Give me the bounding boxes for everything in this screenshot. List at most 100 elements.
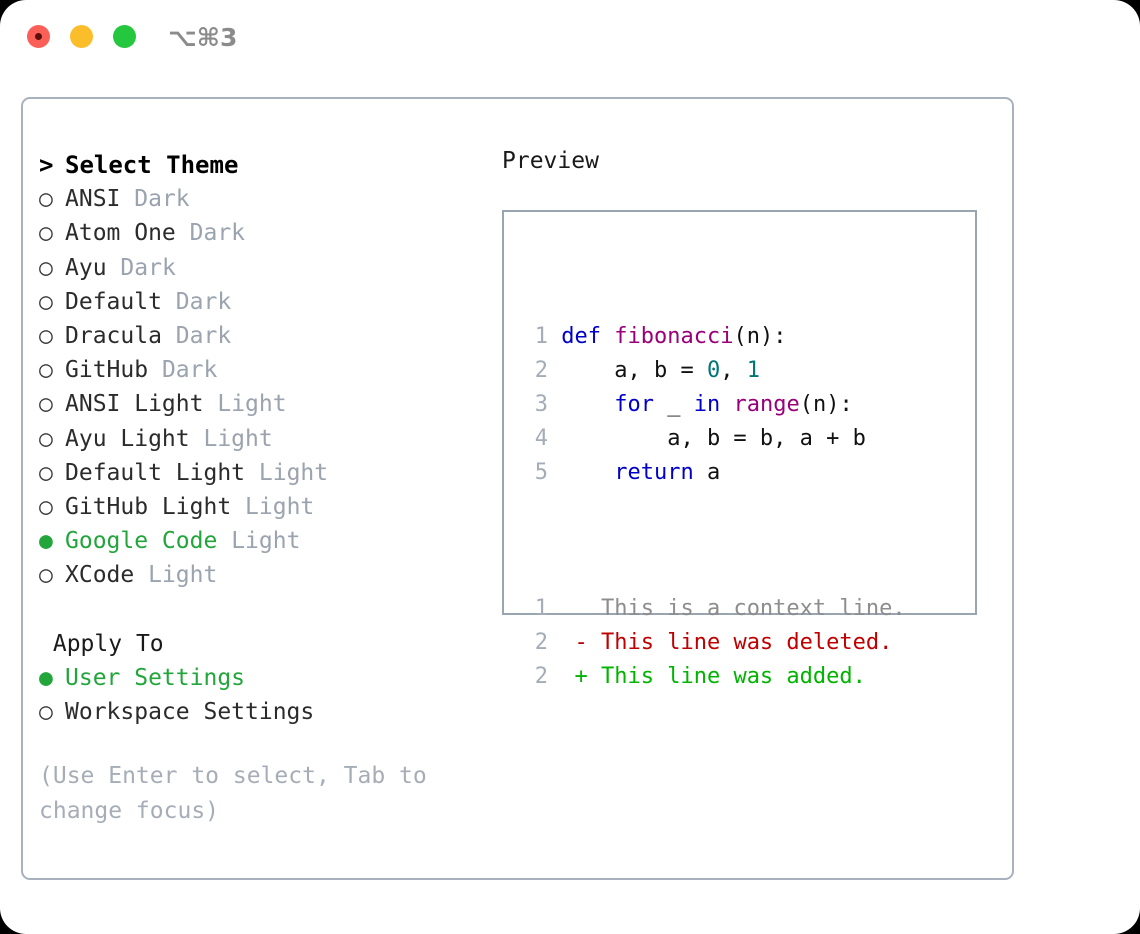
maximize-window-button[interactable] [113, 25, 136, 48]
theme-option-variant: Dark [120, 254, 176, 281]
code-token-punct: , [720, 358, 747, 383]
theme-option-variant: Dark [134, 186, 190, 213]
diff-gutter-gap [548, 630, 575, 655]
code-line: 2 a, b = 0, 1 [522, 354, 906, 388]
theme-option-gap [190, 426, 204, 452]
code-token-punct: (n): [733, 324, 787, 349]
theme-option-github-light[interactable]: ○GitHub Light Light [39, 490, 494, 524]
code-token-num: 1 [746, 358, 760, 383]
apply-to-list: ● User Settings ○ Workspace Settings [39, 661, 494, 729]
diff-line-number: 2 [534, 630, 548, 655]
theme-option-name: ANSI [65, 186, 121, 213]
theme-option-gap [162, 323, 176, 349]
radio-unselected-icon: ○ [39, 288, 53, 315]
minimize-window-button[interactable] [70, 25, 93, 48]
theme-option-atom-one[interactable]: ○Atom One Dark [39, 216, 494, 250]
prompt-caret-icon: > [39, 151, 54, 179]
radio-unselected-icon: ○ [39, 391, 53, 418]
code-token-ident: a, b = [561, 358, 707, 383]
code-token-kw: def [561, 324, 615, 349]
theme-option-name: ANSI Light [65, 391, 204, 418]
theme-option-ayu-light[interactable]: ○ Ayu Light Light [39, 422, 494, 456]
close-window-button[interactable] [27, 25, 50, 48]
radio-unselected-icon: ○ [39, 254, 53, 281]
diff-gutter-gap [548, 664, 575, 689]
diff-line-number: 2 [534, 664, 548, 689]
radio-unselected-icon: ○ [39, 186, 53, 213]
code-token-fn: fibonacci [614, 324, 734, 349]
theme-option-gap [107, 255, 121, 281]
window-controls [27, 25, 136, 48]
code-token-kw: for [614, 392, 654, 417]
radio-selected-icon: ● [39, 665, 53, 692]
code-line: 1 def fibonacci(n): [522, 320, 906, 354]
apply-to-option-user-settings[interactable]: ● User Settings [39, 661, 494, 695]
diff-text: This line was deleted. [587, 630, 893, 655]
theme-option-name: GitHub [65, 357, 149, 384]
theme-list: ○ANSI Dark○Atom One Dark○Ayu Dark○Defaul… [39, 182, 494, 592]
main-panel: >Select Theme ○ANSI Dark○Atom One Dark○A… [21, 97, 1014, 880]
theme-option-ayu[interactable]: ○Ayu Dark [39, 251, 494, 285]
theme-option-ansi[interactable]: ○ ANSI Dark [39, 182, 494, 216]
theme-picker-column: >Select Theme ○ANSI Dark○Atom One Dark○A… [39, 148, 494, 828]
theme-option-variant: Light [258, 459, 329, 486]
theme-option-google-code[interactable]: ● Google Code Light [39, 524, 494, 558]
code-token-ident [561, 392, 614, 417]
diff-line-del: 2 - This line was deleted. [522, 626, 906, 660]
theme-option-name: XCode [65, 562, 135, 589]
theme-option-variant: Dark [161, 357, 218, 384]
radio-unselected-icon: ○ [39, 699, 53, 726]
code-line: 5 return a [522, 456, 906, 490]
theme-option-name: GitHub Light [65, 494, 232, 521]
diff-line-ctx: 1 This is a context line. [522, 592, 906, 626]
theme-option-variant: Light [231, 528, 301, 555]
code-gutter-gap [548, 460, 561, 485]
code-token-fn: range [733, 392, 800, 417]
diff-text: This line was added. [587, 664, 866, 689]
theme-option-github[interactable]: ○GitHub Dark [39, 353, 494, 387]
theme-option-dracula[interactable]: ○Dracula Dark [39, 319, 494, 353]
radio-unselected-icon: ○ [39, 494, 53, 521]
code-gutter-gap [548, 392, 561, 417]
code-gutter-gap [548, 358, 561, 383]
theme-option-gap [134, 562, 148, 588]
radio-selected-icon: ● [39, 528, 53, 555]
preview-column: Preview 1 def fibonacci(n):2 a, b = 0, 1… [502, 148, 1002, 689]
theme-option-default[interactable]: ○Default Dark [39, 285, 494, 319]
theme-option-gap [148, 357, 162, 383]
code-line-number: 4 [534, 426, 548, 451]
theme-option-default-light[interactable]: ○Default Light Light [39, 456, 494, 490]
apply-to-option-name: Workspace Settings [65, 699, 315, 726]
apply-to-heading-label: Apply To [52, 630, 164, 657]
select-theme-heading-label: Select Theme [65, 151, 239, 179]
title-bar: ⌥⌘3 [0, 0, 1140, 78]
keyboard-hint: (Use Enter to select, Tab to change focu… [39, 763, 427, 824]
code-token-kw: in [693, 392, 721, 417]
radio-unselected-icon: ○ [39, 323, 53, 350]
theme-option-ansi-light[interactable]: ○ANSI Light Light [39, 387, 494, 421]
code-token-ident [720, 392, 733, 417]
diff-sign: - [574, 630, 588, 655]
code-token-kw: return [614, 460, 694, 485]
radio-unselected-icon: ○ [39, 562, 53, 589]
code-token-ident [561, 460, 614, 485]
code-gutter-gap [548, 324, 561, 349]
theme-option-name: Google Code [65, 528, 218, 555]
code-line: 3 for _ in range(n): [522, 388, 906, 422]
theme-option-name: Default [65, 288, 162, 315]
apply-to-option-workspace-settings[interactable]: ○ Workspace Settings [39, 695, 494, 729]
theme-option-xcode[interactable]: ○XCode Light [39, 558, 494, 592]
theme-option-variant: Light [203, 425, 273, 452]
theme-option-variant: Dark [189, 220, 246, 247]
radio-unselected-icon: ○ [39, 425, 53, 452]
theme-option-name: Ayu Light [65, 425, 190, 452]
apply-to-option-name: User Settings [65, 665, 246, 692]
code-token-punct: (n): [799, 392, 853, 417]
diff-lines: 1 This is a context line.2 - This line w… [522, 592, 906, 694]
radio-unselected-icon: ○ [39, 459, 53, 486]
theme-option-name: Dracula [65, 323, 162, 350]
diff-sign: + [574, 664, 588, 689]
diff-line-add: 2 + This line was added. [522, 660, 906, 694]
